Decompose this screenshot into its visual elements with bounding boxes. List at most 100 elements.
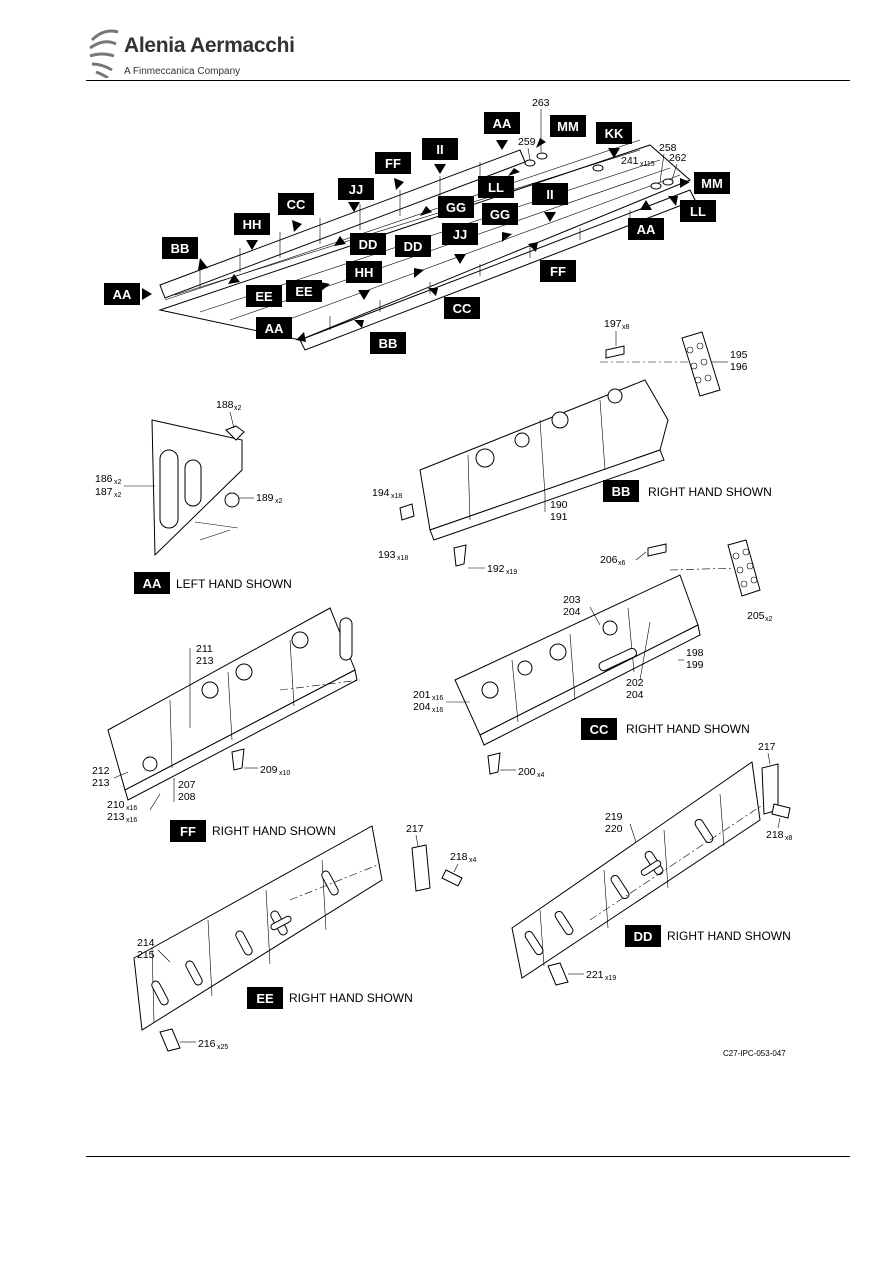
tag-ee-view bbox=[247, 987, 283, 1009]
tag-cc-view bbox=[581, 718, 617, 740]
svg-text:191: 191 bbox=[550, 511, 568, 523]
caption-ee: RIGHT HAND SHOWN bbox=[289, 991, 413, 1005]
svg-text:II: II bbox=[546, 187, 553, 202]
tag-jj: JJ bbox=[338, 178, 374, 200]
tag-mm: MM bbox=[550, 115, 586, 137]
svg-text:213: 213 bbox=[92, 777, 110, 789]
company-name: Alenia Aermacchi bbox=[124, 34, 295, 57]
tag-bb-view bbox=[603, 480, 639, 502]
tag-dd: DD bbox=[395, 235, 431, 257]
tag-bb: BB bbox=[370, 332, 406, 354]
view-aa: 188 x2 186 x2 187 x2 189 x2 AA LEFT HAND… bbox=[95, 399, 292, 594]
caption-ff: RIGHT HAND SHOWN bbox=[212, 824, 336, 838]
view-cc: 206 x6 205 x2 203 204 198 199 202 204 20… bbox=[413, 539, 773, 779]
tag-ll: LL bbox=[680, 200, 716, 222]
svg-text:205: 205 bbox=[747, 610, 765, 622]
svg-text:221: 221 bbox=[586, 969, 604, 981]
overview-tags: AA BB HH CC JJ FF II AA MM KK LL GG DD E… bbox=[104, 112, 730, 354]
svg-text:DD: DD bbox=[359, 237, 378, 252]
svg-text:BB: BB bbox=[171, 241, 190, 256]
svg-text:x16: x16 bbox=[432, 707, 443, 714]
tag-aa: AA bbox=[484, 112, 520, 134]
svg-text:x2: x2 bbox=[234, 405, 242, 412]
svg-text:197: 197 bbox=[604, 318, 622, 330]
svg-text:258: 258 bbox=[659, 142, 677, 154]
company-logo: Alenia Aermacchi A Finmeccanica Company bbox=[86, 26, 295, 82]
svg-text:213: 213 bbox=[196, 655, 214, 667]
svg-text:LL: LL bbox=[488, 180, 504, 195]
svg-text:II: II bbox=[436, 142, 443, 157]
view-bb: 197 x8 195 196 194 x18 193 x18 192 x19 1… bbox=[372, 318, 772, 576]
tag-bb: BB bbox=[162, 237, 198, 259]
svg-text:AA: AA bbox=[637, 222, 656, 237]
svg-text:204: 204 bbox=[563, 606, 581, 618]
svg-text:BB: BB bbox=[379, 336, 398, 351]
svg-text:199: 199 bbox=[686, 659, 704, 671]
svg-text:263: 263 bbox=[532, 97, 550, 109]
tag-dd: DD bbox=[350, 233, 386, 255]
tag-ff: FF bbox=[540, 260, 576, 282]
svg-text:x4: x4 bbox=[537, 772, 545, 779]
tag-ee: EE bbox=[246, 285, 282, 307]
svg-text:x16: x16 bbox=[126, 805, 137, 812]
svg-text:x16: x16 bbox=[126, 817, 137, 824]
svg-text:x19: x19 bbox=[605, 975, 616, 982]
svg-text:AA: AA bbox=[265, 321, 284, 336]
svg-text:x19: x19 bbox=[506, 569, 517, 576]
svg-text:GG: GG bbox=[490, 207, 510, 222]
svg-text:218: 218 bbox=[766, 829, 784, 841]
svg-text:x6: x6 bbox=[618, 560, 626, 567]
svg-text:196: 196 bbox=[730, 361, 748, 373]
svg-text:190: 190 bbox=[550, 499, 568, 511]
svg-text:241: 241 bbox=[621, 155, 639, 167]
tag-ee: EE bbox=[286, 280, 322, 302]
svg-text:208: 208 bbox=[178, 791, 196, 803]
svg-text:216: 216 bbox=[198, 1038, 216, 1050]
svg-text:DD: DD bbox=[634, 929, 653, 944]
svg-text:HH: HH bbox=[355, 265, 374, 280]
tag-aa-view bbox=[134, 572, 170, 594]
svg-text:x16: x16 bbox=[432, 695, 443, 702]
svg-text:FF: FF bbox=[180, 824, 196, 839]
svg-text:x2: x2 bbox=[275, 498, 283, 505]
tag-hh: HH bbox=[234, 213, 270, 235]
svg-text:MM: MM bbox=[701, 176, 723, 191]
company-tagline: A Finmeccanica Company bbox=[124, 66, 241, 77]
tag-aa: AA bbox=[104, 283, 140, 305]
caption-aa: LEFT HAND SHOWN bbox=[176, 577, 292, 591]
tag-aa: AA bbox=[628, 218, 664, 240]
svg-text:x2: x2 bbox=[114, 479, 122, 486]
tag-ii: II bbox=[422, 138, 458, 160]
svg-text:JJ: JJ bbox=[349, 182, 363, 197]
view-ff: 211 213 212 213 209 x10 210 x16 213 x16 … bbox=[92, 607, 361, 842]
svg-text:CC: CC bbox=[453, 301, 472, 316]
svg-text:218: 218 bbox=[450, 851, 468, 863]
svg-text:204: 204 bbox=[413, 701, 431, 713]
svg-text:210: 210 bbox=[107, 799, 125, 811]
footer-rule bbox=[86, 1156, 850, 1157]
svg-text:201: 201 bbox=[413, 689, 431, 701]
svg-text:189: 189 bbox=[256, 492, 274, 504]
tag-mm: MM bbox=[694, 172, 730, 194]
svg-text:259: 259 bbox=[518, 136, 536, 148]
overview-callouts: 263 259 241 x115 258 262 bbox=[518, 97, 687, 190]
svg-text:EE: EE bbox=[255, 289, 273, 304]
svg-text:x18: x18 bbox=[391, 493, 402, 500]
svg-text:198: 198 bbox=[686, 647, 704, 659]
tag-cc: CC bbox=[278, 193, 314, 215]
svg-text:219: 219 bbox=[605, 811, 623, 823]
svg-text:x25: x25 bbox=[217, 1044, 228, 1051]
svg-text:209: 209 bbox=[260, 764, 278, 776]
svg-text:212: 212 bbox=[92, 765, 110, 777]
view-ee: 217 218 x4 214 215 216 x25 EE RIGHT HAND… bbox=[133, 823, 477, 1052]
svg-text:213: 213 bbox=[107, 811, 125, 823]
svg-text:193: 193 bbox=[378, 549, 396, 561]
svg-text:207: 207 bbox=[178, 779, 196, 791]
svg-text:200: 200 bbox=[518, 766, 536, 778]
svg-text:188: 188 bbox=[216, 399, 234, 411]
svg-text:KK: KK bbox=[605, 126, 624, 141]
svg-text:FF: FF bbox=[550, 264, 566, 279]
svg-text:220: 220 bbox=[605, 823, 623, 835]
caption-cc: RIGHT HAND SHOWN bbox=[626, 722, 750, 736]
svg-text:AA: AA bbox=[493, 116, 512, 131]
